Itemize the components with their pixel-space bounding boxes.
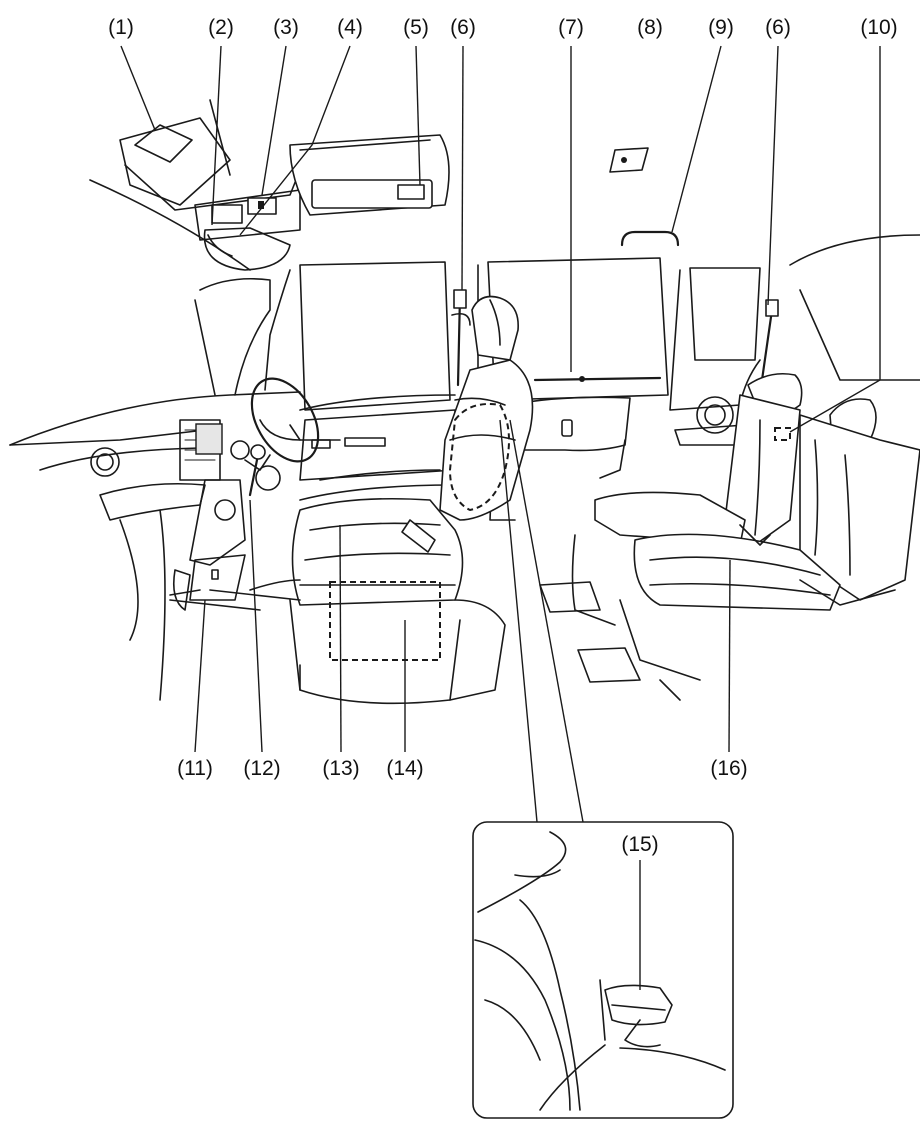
rear-quarter-window	[689, 267, 761, 361]
callout-10: (10)	[860, 16, 898, 39]
inset-seatback-top	[477, 831, 567, 913]
side-airbag-zone	[448, 403, 510, 512]
callout-15: (15)	[621, 833, 659, 856]
overhead-console	[194, 189, 301, 241]
steering-wheel	[250, 377, 320, 463]
shift-lever	[248, 453, 260, 497]
callout-6-rear-belt: (6)	[765, 16, 791, 39]
rear-seat-cushion-right	[633, 533, 841, 611]
air-vent-left	[90, 447, 120, 477]
sliding-door-panel	[509, 396, 631, 452]
audio-unit	[195, 423, 223, 455]
front-seat-cushion	[291, 497, 464, 606]
callout-4: (4)	[337, 16, 363, 39]
callout-11: (11)	[177, 757, 213, 780]
occupant-sensor-zone	[329, 581, 441, 661]
callout-1: (1)	[108, 16, 134, 39]
callout-7: (7)	[558, 16, 584, 39]
dome-light	[609, 147, 649, 173]
floor-rail-rear	[577, 647, 641, 683]
callout-2: (2)	[208, 16, 234, 39]
callout-3: (3)	[273, 16, 299, 39]
callout-8: (8)	[637, 16, 663, 39]
callout-12: (12)	[243, 757, 281, 780]
callout-14: (14)	[386, 757, 424, 780]
callout-5: (5)	[403, 16, 429, 39]
front-seatback	[439, 359, 534, 521]
lower-dash-panel	[189, 554, 246, 601]
cup-holder-tray	[99, 482, 206, 521]
sun-visor-mirror	[134, 124, 193, 163]
floor-rail-front	[539, 581, 601, 613]
grab-handle	[620, 230, 680, 247]
seat-belt-buckle	[401, 519, 436, 553]
seat-belt-front	[456, 293, 462, 387]
hvac-dial	[214, 499, 236, 521]
front-door-window	[299, 261, 451, 411]
callout-13: (13)	[322, 757, 360, 780]
front-headrest	[471, 295, 519, 361]
seat-heater-switch	[604, 984, 673, 1026]
child-anchor-zone	[774, 427, 791, 441]
sunshade	[533, 376, 662, 382]
dashboard-top	[9, 391, 301, 446]
detail-inset-frame	[472, 821, 734, 1119]
rearview-mirror	[203, 227, 291, 271]
headliner-edge	[89, 179, 251, 271]
seat-belt-rear	[760, 308, 774, 382]
rear-speaker	[696, 396, 734, 434]
callout-16: (16)	[710, 757, 748, 780]
callout-9: (9)	[708, 16, 734, 39]
callout-6-front-belt: (6)	[450, 16, 476, 39]
